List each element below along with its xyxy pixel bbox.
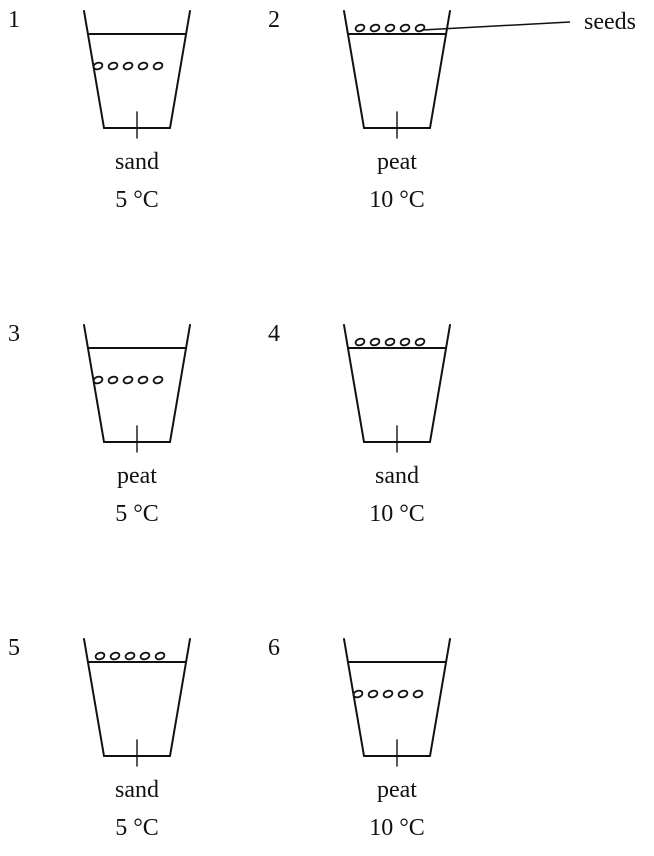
pot-container	[343, 638, 451, 767]
seed-icon	[382, 689, 394, 699]
pot-number: 2	[268, 7, 280, 33]
pot-temperature-label: 5 °C	[115, 501, 159, 527]
seed-icon	[414, 337, 426, 347]
pot-medium-label: peat	[377, 149, 417, 175]
seed-icon	[369, 337, 381, 347]
seed-icon	[352, 689, 364, 699]
pot-5: 5 sand 5 °C	[8, 636, 308, 856]
pot-right-wall	[169, 324, 191, 443]
pot-container	[83, 324, 191, 453]
seed-icon	[384, 337, 396, 347]
seed-icon	[399, 23, 411, 33]
pot-4: 4 sand 10 °C	[268, 322, 568, 542]
pot-left-wall	[343, 324, 365, 443]
seed-icon	[397, 689, 409, 699]
seeds-callout: seeds	[421, 9, 642, 40]
seed-icon	[137, 375, 149, 385]
pot-left-wall	[83, 10, 105, 129]
seed-icon	[124, 651, 136, 661]
pot-temperature-label: 10 °C	[369, 501, 425, 527]
seed-icon	[109, 651, 121, 661]
pot-right-wall	[429, 10, 451, 129]
seed-icon	[154, 651, 166, 661]
pot-1: 1 sand 5 °C	[8, 8, 308, 228]
pot-right-wall	[429, 638, 451, 757]
pot-temperature-label: 5 °C	[115, 815, 159, 841]
seed-icon	[367, 689, 379, 699]
seed-icon	[152, 375, 164, 385]
pot-temperature-label: 10 °C	[369, 187, 425, 213]
seed-icon	[369, 23, 381, 33]
seed-icon	[92, 375, 104, 385]
seed-icon	[399, 337, 411, 347]
seed-icon	[412, 689, 424, 699]
pot-container	[343, 324, 451, 453]
pot-left-wall	[343, 638, 365, 757]
pot-3: 3 peat 5 °C	[8, 322, 308, 542]
seed-icon	[94, 651, 106, 661]
pot-right-wall	[429, 324, 451, 443]
pot-container	[83, 638, 191, 767]
seed-icon	[122, 375, 134, 385]
seed-icon	[107, 61, 119, 71]
seed-icon	[354, 23, 366, 33]
seed-icon	[122, 61, 134, 71]
pot-number: 5	[8, 635, 20, 661]
pot-container	[343, 10, 451, 139]
pot-temperature-label: 5 °C	[115, 187, 159, 213]
seeds-callout-line	[421, 21, 571, 31]
seeds-label: seeds	[584, 9, 636, 35]
pot-container	[83, 10, 191, 139]
pot-left-wall	[83, 638, 105, 757]
pot-temperature-label: 10 °C	[369, 815, 425, 841]
pot-number: 3	[8, 321, 20, 347]
pot-medium-label: sand	[115, 777, 159, 803]
pot-left-wall	[343, 10, 365, 129]
seed-icon	[152, 61, 164, 71]
seed-icon	[139, 651, 151, 661]
seed-icon	[107, 375, 119, 385]
seed-icon	[414, 23, 426, 33]
pot-right-wall	[169, 638, 191, 757]
pot-number: 1	[8, 7, 20, 33]
pot-medium-label: peat	[377, 777, 417, 803]
pot-number: 6	[268, 635, 280, 661]
pot-medium-label: sand	[375, 463, 419, 489]
pot-2: 2 peat 10 °C	[268, 8, 568, 228]
seed-icon	[137, 61, 149, 71]
pot-medium-label: peat	[117, 463, 157, 489]
pot-number: 4	[268, 321, 280, 347]
seed-icon	[92, 61, 104, 71]
pot-6: 6 peat 10 °C	[268, 636, 568, 856]
seed-icon	[354, 337, 366, 347]
pot-right-wall	[169, 10, 191, 129]
pot-medium-label: sand	[115, 149, 159, 175]
seed-icon	[384, 23, 396, 33]
pot-left-wall	[83, 324, 105, 443]
